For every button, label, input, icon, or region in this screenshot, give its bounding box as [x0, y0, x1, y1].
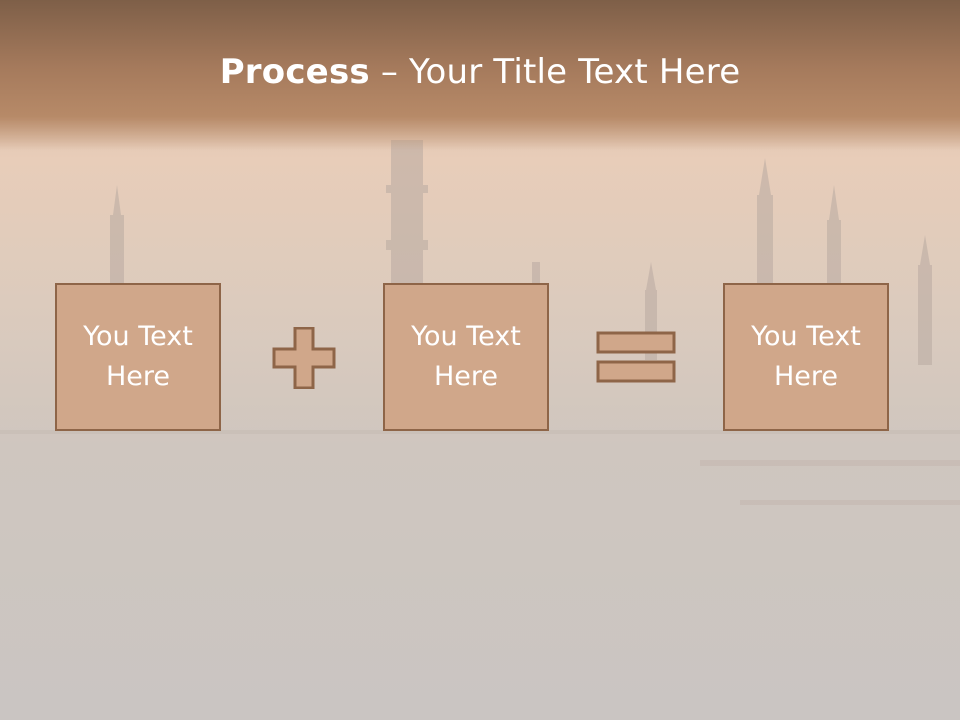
process-box-3-text: You Text Here: [751, 321, 861, 392]
process-box-1-text: You Text Here: [83, 321, 193, 392]
process-box-2-text: You Text Here: [411, 321, 521, 392]
process-box-3[interactable]: You Text Here: [723, 283, 889, 431]
title-bar: [0, 0, 960, 150]
process-box-2[interactable]: You Text Here: [383, 283, 549, 431]
equals-icon[interactable]: [596, 331, 678, 385]
plus-icon[interactable]: [272, 327, 336, 389]
slide-title[interactable]: Process – Your Title Text Here: [0, 52, 960, 92]
title-rest: – Your Title Text Here: [369, 52, 741, 92]
title-bold: Process: [219, 52, 370, 92]
process-box-1[interactable]: You Text Here: [55, 283, 221, 431]
